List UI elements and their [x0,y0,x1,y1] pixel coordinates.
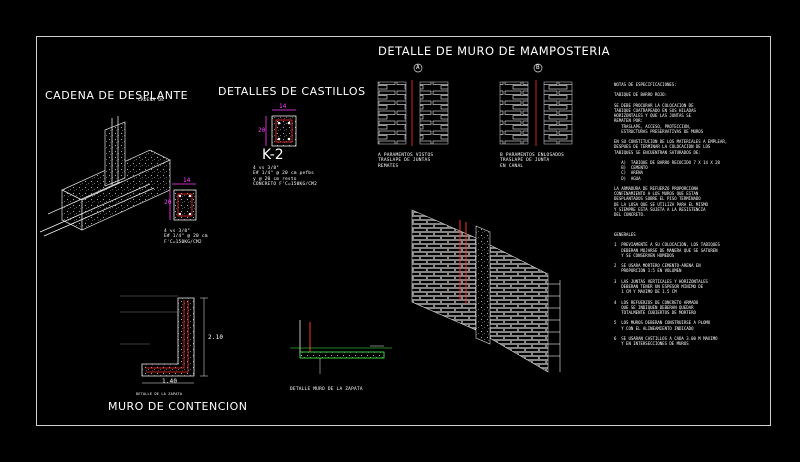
caption-a-line: TRASLAPE DE JUNTAS [378,158,431,164]
brick-detail-b [499,80,573,146]
zapata-detail [290,320,392,374]
title-muro-de-contencion: MURO DE CONTENCION [108,400,248,413]
title-detalles-de-castillos: DETALLES DE CASTILLOS [218,85,366,98]
cadena-specs: 4 vs 3/8" E# 1/4" @ 20 cm F'C=150KG/CM2 [164,229,208,245]
notes-specifications: NOTAS DE ESPECIFICACIONES: TABIQUE DE BA… [614,82,728,218]
cadena-spec-line: E# 1/4" @ 20 cm [164,234,208,240]
caption-a: A PARAMENTOS VISTOS TRASLAPE DE JUNTAS R… [378,153,433,169]
castillo-specs: 4 vs 3/8" E# 1/4" @ 20 cm pefbs y @ 20 c… [253,166,317,187]
title-detalle-muro-mamposteria: DETALLE DE MURO DE MAMPOSTERIA [378,44,610,58]
zapata-label: DETALLE MURO DE LA ZAPATA [290,387,363,392]
notes-generales: GENERALES 1 PREVIAMENTE A SU COLOCACION,… [614,232,720,347]
detail-label-a: A [416,64,420,71]
contencion-dim-base: 1.40 [162,378,178,385]
retaining-wall-section [120,295,208,384]
caption-a-line: REMATES [378,163,399,169]
title-cadena-de-desplante: CADENA DE DESPLANTE [45,89,189,102]
caption-b-line: B PARAMENTOS ENLOSADOS [500,153,565,158]
caption-a-line: A PARAMENTOS VISTOS [378,153,434,158]
detail-label-b: B [536,64,540,71]
castillo-dim-side: 20 [258,127,266,134]
cadena-isometric [39,116,171,237]
cadena-spec-line: F'C=150KG/CM2 [164,239,202,245]
cadena-section [169,183,197,221]
drawing-frame [36,36,771,426]
brick-detail-a [377,80,449,146]
caption-b-line: TRASLAPE DE JUNTA [500,158,550,164]
castillo-dim-top: 14 [279,103,287,110]
caption-b-line: EN CANAL [500,163,524,169]
castillo-name: K-2 [262,147,284,163]
castillo-section [265,109,297,147]
castillo-spec-line: 4 vs 3/8" [253,166,280,171]
detail-markers [413,63,543,73]
subtitle-cadena: CADENA DE [138,98,165,103]
castillo-spec-line: E# 1/4" @ 20 cm pefbs [253,171,315,177]
detalle-label: DETALLE DE LA ZAPATA [136,392,183,396]
cadena-spec-line: 4 vs 3/8" [164,229,191,234]
caption-b: B PARAMENTOS ENLOSADOS TRASLAPE DE JUNTA… [500,153,564,169]
cadena-dim-side: 20 [164,199,172,206]
masonry-wall-isometric [411,209,561,373]
castillo-spec-line: CONCRETO F'C=150KG/CM2 [253,181,318,187]
contencion-dim-height: 2.10 [208,334,224,341]
castillo-spec-line: y @ 20 cm resto [253,176,297,182]
cadena-dim-top: 14 [183,177,191,184]
